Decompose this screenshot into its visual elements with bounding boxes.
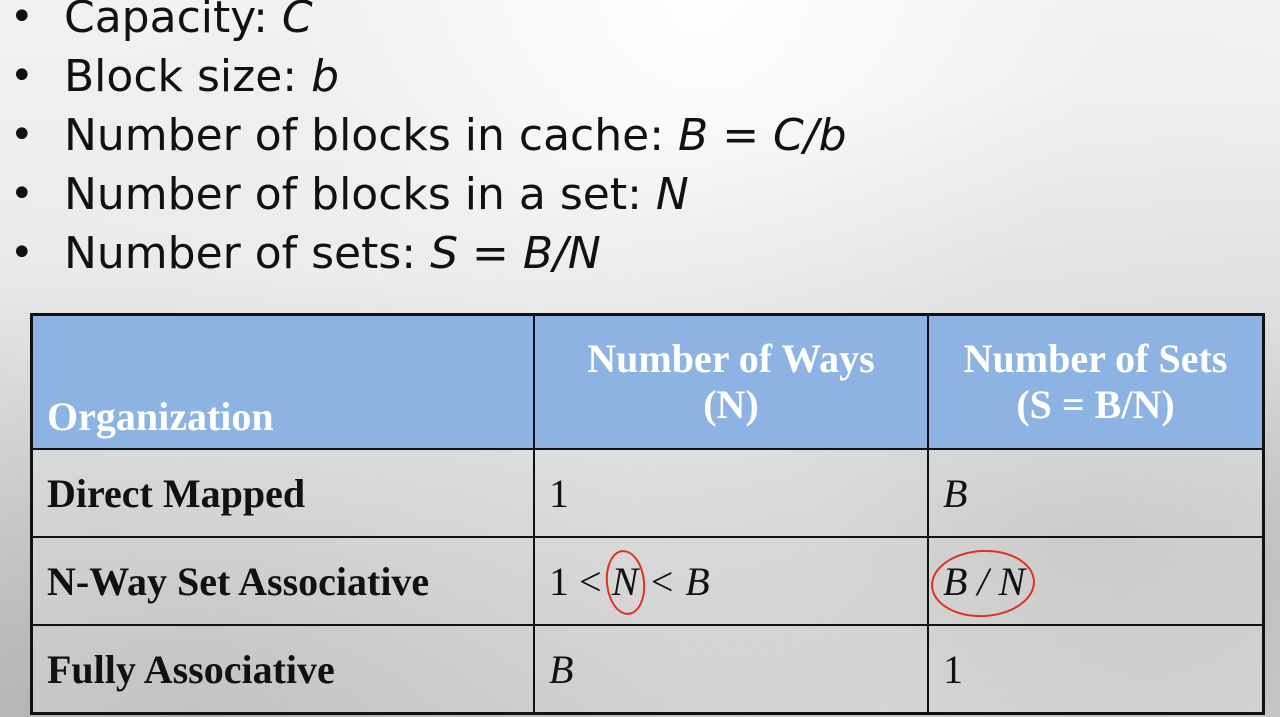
- cell-ways: B: [533, 624, 929, 715]
- cache-organization-table: Organization Number of Ways (N) Number o…: [30, 313, 1265, 715]
- cell-organization: Direct Mapped: [30, 448, 535, 538]
- bullet-capacity: • Capacity: C: [0, 0, 847, 47]
- bullet-dot-icon: •: [10, 171, 34, 217]
- table-row-direct-mapped: Direct Mapped 1 B: [30, 448, 1265, 538]
- bullet-variable: N: [655, 169, 689, 220]
- cell-sets: B / N: [927, 536, 1265, 626]
- bullet-variable: S = B/N: [430, 228, 601, 279]
- ways-suffix: < B: [638, 558, 710, 604]
- header-organization: Organization: [30, 313, 535, 450]
- table-row-fully-associative: Fully Associative B 1: [30, 624, 1265, 715]
- cell-sets: B: [927, 448, 1265, 538]
- bullet-variable: b: [311, 51, 340, 102]
- header-number-of-sets: Number of Sets (S = B/N): [927, 313, 1265, 450]
- bullet-label: Number of blocks in a set:: [64, 169, 656, 220]
- bullet-variable: B = C/b: [678, 110, 847, 161]
- definition-list: • Capacity: C • Block size: b • Number o…: [0, 0, 847, 283]
- bullet-label: Number of blocks in cache:: [64, 110, 679, 161]
- cell-ways: 1: [533, 448, 929, 538]
- header-ways-line1: Number of Ways: [587, 336, 875, 381]
- bullet-dot-icon: •: [10, 53, 34, 99]
- cell-organization: N-Way Set Associative: [30, 536, 535, 626]
- table-row-n-way: N-Way Set Associative 1 < N < B B / N: [30, 536, 1265, 626]
- header-sets-line1: Number of Sets: [963, 336, 1228, 381]
- cell-organization: Fully Associative: [30, 624, 535, 715]
- header-number-of-ways: Number of Ways (N): [533, 313, 929, 450]
- bullet-dot-icon: •: [10, 0, 34, 40]
- bullet-label: Number of sets:: [64, 228, 431, 279]
- bullet-blocks-in-set: • Number of blocks in a set: N: [0, 165, 847, 224]
- circled-b-over-n-annotation: B / N: [943, 558, 1026, 604]
- header-sets-line2: (S = B/N): [1016, 382, 1175, 427]
- ways-prefix: 1 <: [549, 558, 612, 604]
- header-ways-line2: (N): [703, 382, 759, 427]
- bullet-blocks-in-cache: • Number of blocks in cache: B = C/b: [0, 106, 847, 165]
- bullet-block-size: • Block size: b: [0, 47, 847, 106]
- bullet-dot-icon: •: [10, 230, 34, 276]
- bullet-dot-icon: •: [10, 112, 34, 158]
- bullet-number-of-sets: • Number of sets: S = B/N: [0, 224, 847, 283]
- table-header-row: Organization Number of Ways (N) Number o…: [30, 313, 1265, 450]
- circled-n-annotation: N: [611, 558, 639, 604]
- bullet-variable: C: [281, 0, 313, 43]
- cell-sets: 1: [927, 624, 1265, 715]
- cell-ways: 1 < N < B: [533, 536, 929, 626]
- bullet-label: Block size:: [64, 51, 312, 102]
- bullet-label: Capacity:: [64, 0, 282, 43]
